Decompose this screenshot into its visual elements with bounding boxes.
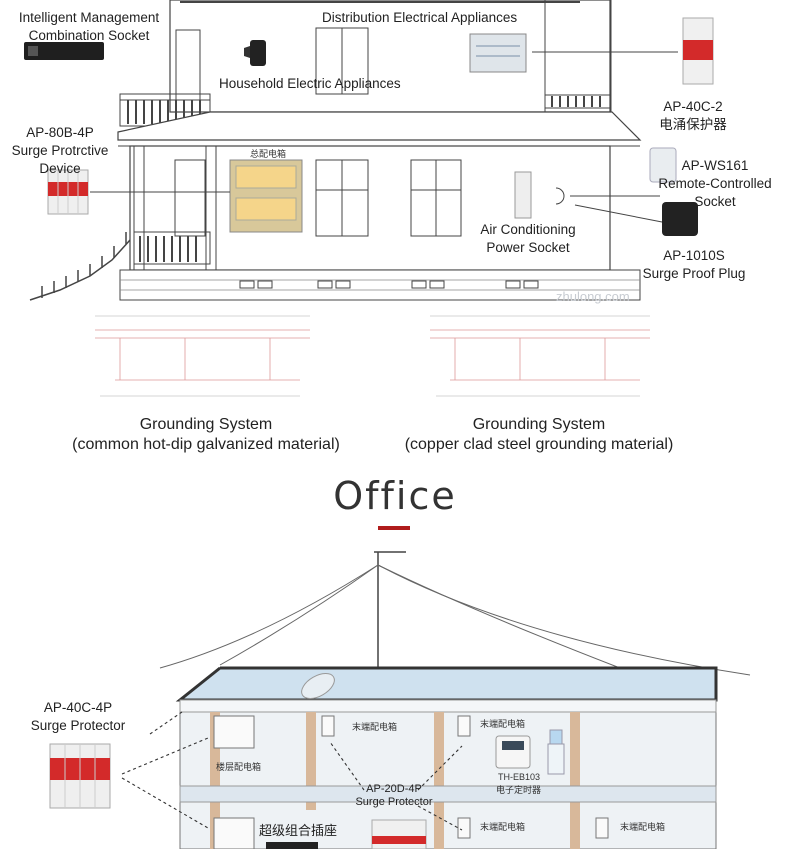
ap80b-line3: Device xyxy=(39,161,81,176)
grounding-caption-1: Grounding System (common hot-dip galvani… xyxy=(56,415,356,455)
grounding-1-subtitle: (common hot-dip galvanized material) xyxy=(72,436,340,453)
section-title: Office xyxy=(333,474,457,518)
label-ap40c2: AP-40C-2 电涌保护器 xyxy=(648,98,738,134)
ap40c2-code: AP-40C-2 xyxy=(663,99,723,114)
ap80b-code: AP-80B-4P xyxy=(26,125,94,140)
house-illustration xyxy=(24,0,714,397)
label-ap20d4p: AP-20D-4P Surge Protector xyxy=(346,783,442,809)
ap40c2-name: 电涌保护器 xyxy=(659,117,727,132)
timer-code: TH-EB103 xyxy=(498,772,541,782)
label-apws161: AP-WS161 Remote-Controlled Socket xyxy=(648,157,782,211)
apws161-code: AP-WS161 xyxy=(681,158,749,173)
label-ap80b: AP-80B-4P Surge Protrctive Device xyxy=(2,124,118,178)
label-distribution: Distribution Electrical Appliances xyxy=(322,10,518,25)
apws161-line3: Socket xyxy=(694,194,736,209)
ap20d4p-code: AP-20D-4P xyxy=(366,783,422,795)
ap40c4p-name: Surge Protector xyxy=(30,718,126,733)
grounding-2-title: Grounding System xyxy=(472,416,606,433)
ap80b-line2: Surge Protrctive xyxy=(11,143,109,158)
panel-label-2: 末端配电箱 xyxy=(480,719,526,729)
ap1010s-name: Surge Proof Plug xyxy=(642,266,746,281)
label-ap40c4p: AP-40C-4P Surge Protector xyxy=(20,699,136,735)
ap20d4p-name: Surge Protector xyxy=(355,796,433,808)
label-household: Household Electric Appliances xyxy=(219,76,401,91)
label-aircon: Air Conditioning Power Socket xyxy=(466,221,590,257)
label-ap1010s: AP-1010S Surge Proof Plug xyxy=(636,247,752,283)
floor-panel-label: 楼层配电箱 xyxy=(216,762,262,772)
smart-socket-line2: Combination Socket xyxy=(28,28,150,43)
ap40c4p-code: AP-40C-4P xyxy=(43,700,113,715)
combo-socket-label: 超级组合插座 xyxy=(259,823,338,838)
apws161-line2: Remote-Controlled xyxy=(658,176,772,191)
grounding-2-subtitle: (copper clad steel grounding material) xyxy=(404,436,674,453)
label-smart-socket: Intelligent Management Combination Socke… xyxy=(6,9,172,45)
watermark: zhulong.com xyxy=(556,289,630,304)
panel-label-4: 末端配电箱 xyxy=(620,822,666,832)
smart-socket-line1: Intelligent Management xyxy=(18,10,160,25)
grounding-1-title: Grounding System xyxy=(139,416,273,433)
panel-label-3: 末端配电箱 xyxy=(480,822,526,832)
panel-caption: 总配电箱 xyxy=(250,149,287,159)
title-underline xyxy=(378,526,410,530)
timer-name: 电子定时器 xyxy=(496,785,542,795)
aircon-line2: Power Socket xyxy=(486,240,570,255)
grounding-caption-2: Grounding System (copper clad steel grou… xyxy=(384,415,694,455)
panel-label-1: 末端配电箱 xyxy=(352,722,398,732)
ap1010s-code: AP-1010S xyxy=(663,248,725,263)
aircon-line1: Air Conditioning xyxy=(480,222,576,237)
